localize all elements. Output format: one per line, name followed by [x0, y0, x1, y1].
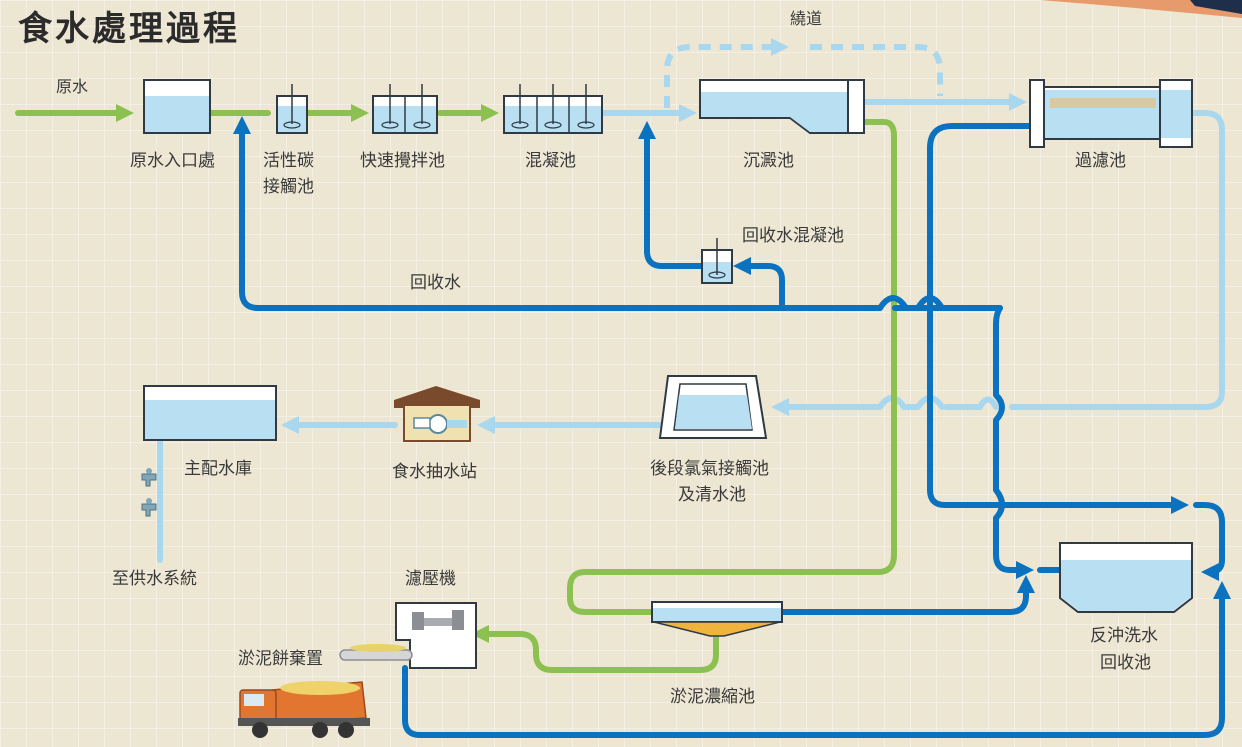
- label-backwash-2: 回收池: [1100, 653, 1151, 673]
- label-coagulation: 混凝池: [525, 151, 576, 171]
- stirrer-icon: [283, 121, 301, 129]
- label-filter-press: 濾壓機: [405, 569, 456, 589]
- label-filtration: 過濾池: [1075, 151, 1126, 171]
- label-sludge-cake: 淤泥餅棄置: [238, 649, 323, 669]
- label-sedimentation: 沉澱池: [743, 151, 794, 171]
- label-chlorine-tank-2: 及清水池: [678, 485, 746, 505]
- bypass-pipe-right: [810, 44, 943, 96]
- backwash-pipe-return: [993, 305, 1034, 579]
- activated-carbon-tank: [276, 84, 308, 134]
- sludge-pipe-to-filter-press: [471, 625, 719, 673]
- corner-decoration-dark: [1190, 0, 1242, 14]
- label-raw-water-inlet: 原水入口處: [130, 151, 215, 171]
- page-title: 食水處理過程: [18, 9, 240, 49]
- pipe-filter-press-return: [402, 581, 1231, 738]
- faucet-icon: [141, 468, 157, 487]
- dump-truck-icon: [238, 681, 370, 738]
- corner-decoration: [1040, 0, 1242, 18]
- filtration-tank: [1029, 79, 1193, 148]
- sludge-thickening-tank: [651, 601, 783, 637]
- filter-press-machine: [339, 602, 477, 669]
- pipe-thickener-to-backwash: [779, 575, 1035, 615]
- label-chlorine-tank-1: 後段氯氣接觸池: [650, 459, 769, 479]
- sedimentation-tank: [699, 79, 865, 134]
- pipe-to-recycle-coagulation: [733, 257, 785, 311]
- label-recycled-coagulation: 回收水混凝池: [742, 226, 844, 246]
- main-reservoir-tank: [143, 385, 277, 441]
- label-raw-water: 原水: [56, 77, 88, 96]
- pipe-recycle-coagulation-up: [638, 121, 705, 269]
- chlorine-contact-tank: [658, 375, 768, 439]
- label-pumping-station: 食水抽水站: [392, 462, 477, 482]
- recycled-water-pipe: [233, 116, 785, 311]
- sludge-pipe-from-sedimentation: [567, 119, 897, 615]
- pipe-treated-bridge-2: [903, 395, 945, 410]
- pipe-treated-to-chlorine: [771, 395, 907, 416]
- pipe-treated-bridge-1: [943, 396, 999, 410]
- recycle-coagulation-tank: [701, 238, 733, 284]
- label-bypass: 繞道: [790, 9, 822, 28]
- pump-house-icon: [394, 386, 480, 442]
- label-to-supply: 至供水系統: [112, 569, 197, 589]
- recycle-bridge-over-green: [877, 295, 909, 311]
- label-rapid-mixing: 快速攪拌池: [360, 151, 445, 171]
- label-sludge-thickening: 淤泥濃縮池: [670, 687, 755, 707]
- coagulation-tank: [503, 84, 603, 134]
- backwash-pipe-right: [1193, 502, 1225, 581]
- label-activated-carbon-2: 接觸池: [263, 177, 314, 197]
- rapid-mixing-tank: [372, 84, 438, 134]
- label-activated-carbon-1: 活性碳: [263, 151, 314, 171]
- label-backwash-1: 反沖洗水: [1090, 626, 1158, 646]
- pipe-filtration-down: [1009, 110, 1225, 410]
- label-main-reservoir: 主配水庫: [184, 459, 252, 479]
- backwash-recovery-tank: [1059, 542, 1193, 613]
- label-recycled-water: 回收水: [410, 273, 461, 293]
- raw-water-inlet-tank: [143, 79, 211, 134]
- faucet-icon: [141, 498, 157, 517]
- backwash-pipe-from-filtration: [927, 123, 1189, 514]
